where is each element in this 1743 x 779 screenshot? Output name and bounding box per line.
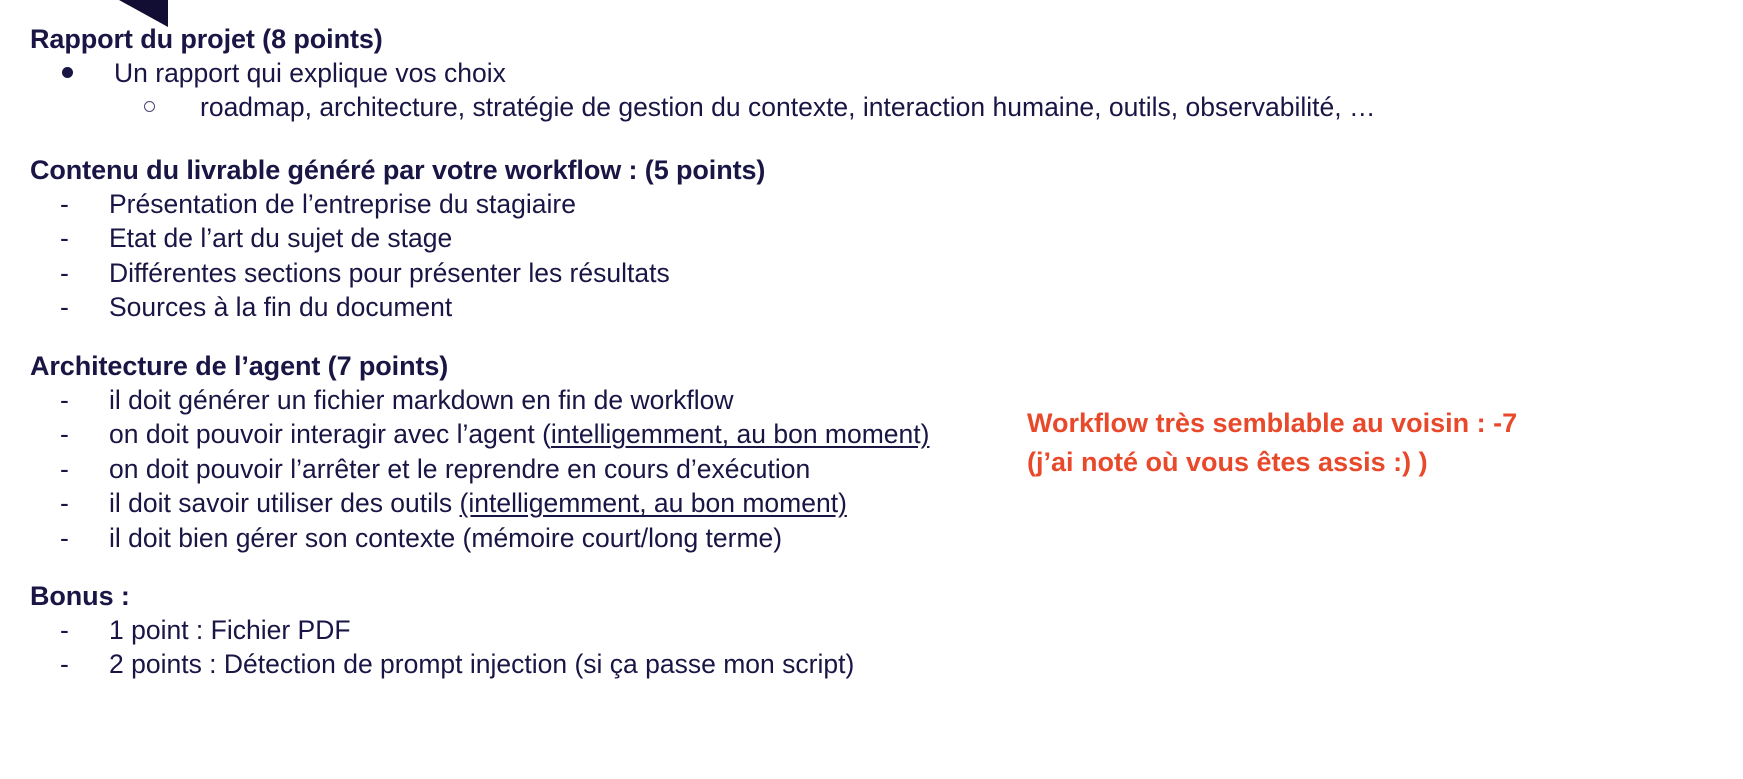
list-item-label: on doit pouvoir interagir avec l’agent (… <box>109 417 929 451</box>
section-contenu: Contenu du livrable généré par votre wor… <box>30 155 765 325</box>
list-item-label: 1 point : Fichier PDF <box>109 614 351 645</box>
list-item: - Etat de l’art du sujet de stage <box>30 221 765 255</box>
list-item-label: Etat de l’art du sujet de stage <box>109 223 453 254</box>
bullet-dash-icon: - <box>60 292 69 323</box>
section-heading-contenu: Contenu du livrable généré par votre wor… <box>30 155 766 185</box>
list-item: - il doit savoir utiliser des outils (in… <box>30 486 929 520</box>
list-item-label: Sources à la fin du document <box>109 292 453 323</box>
list-item: roadmap, architecture, stratégie de gest… <box>30 90 1376 124</box>
corner-triangle-decoration <box>119 0 168 27</box>
list-item: - il doit générer un fichier markdown en… <box>30 383 929 417</box>
bullet-dash-icon: - <box>60 419 69 450</box>
list-item: - il doit bien gérer son contexte (mémoi… <box>30 521 929 555</box>
bullet-dash-icon: - <box>60 384 69 415</box>
list-item: - on doit pouvoir interagir avec l’agent… <box>30 417 929 451</box>
list-item: - on doit pouvoir l’arrêter et le repren… <box>30 452 929 486</box>
bullet-dash-icon: - <box>60 522 69 553</box>
list-item: Un rapport qui explique vos choix <box>30 56 1376 90</box>
section-heading-bonus: Bonus : <box>30 581 130 611</box>
section-bonus: Bonus : - 1 point : Fichier PDF - 2 poin… <box>30 581 854 682</box>
list-item-label: il doit générer un fichier markdown en f… <box>109 384 734 415</box>
list-item: - 1 point : Fichier PDF <box>30 613 854 647</box>
list-item-label: il doit savoir utiliser des outils (inte… <box>109 486 847 520</box>
annotation-line-2: (j’ai noté où vous êtes assis :) ) <box>1027 446 1428 477</box>
bullet-dash-icon: - <box>60 257 69 288</box>
list-item-label: on doit pouvoir l’arrêter et le reprendr… <box>109 453 811 484</box>
bullet-dot-icon <box>62 60 114 82</box>
list-item: - Sources à la fin du document <box>30 290 765 324</box>
list-item-text-prefix: on doit pouvoir interagir avec l’agent ( <box>109 419 551 450</box>
list-item-label: Un rapport qui explique vos choix <box>114 57 506 88</box>
list-item-label: Différentes sections pour présenter les … <box>109 257 670 288</box>
bullet-dash-icon: - <box>60 614 69 645</box>
annotation-line-1: Workflow très semblable au voisin : -7 <box>1027 408 1518 438</box>
list-item-label: il doit bien gérer son contexte (mémoire… <box>109 522 783 553</box>
bullet-dash-icon: - <box>60 188 69 219</box>
list-item-text-prefix: il doit savoir utiliser des outils <box>109 488 460 519</box>
list-item: - Présentation de l’entreprise du stagia… <box>30 187 765 221</box>
section-architecture: Architecture de l’agent (7 points) - il … <box>30 351 929 555</box>
list-item: - Différentes sections pour présenter le… <box>30 256 765 290</box>
list-item-label: Présentation de l’entreprise du stagiair… <box>109 188 576 219</box>
bullet-dash-icon: - <box>60 453 69 484</box>
list-item-text-underlined: (intelligemment, au bon moment) <box>459 488 847 519</box>
list-item-label: roadmap, architecture, stratégie de gest… <box>200 92 1376 123</box>
bullet-circle-icon <box>144 98 200 119</box>
list-item: - 2 points : Détection de prompt injecti… <box>30 647 854 681</box>
list-item-label: 2 points : Détection de prompt injection… <box>109 649 855 680</box>
section-heading-rapport: Rapport du projet (8 points) <box>30 24 383 54</box>
section-rapport: Rapport du projet (8 points) Un rapport … <box>30 24 1376 125</box>
bullet-dash-icon: - <box>60 488 69 519</box>
list-item-text-underlined: intelligemment, au bon moment) <box>550 419 930 450</box>
section-heading-architecture: Architecture de l’agent (7 points) <box>30 351 449 381</box>
bullet-dash-icon: - <box>60 223 69 254</box>
annotation-callout: Workflow très semblable au voisin : -7 (… <box>1027 404 1517 482</box>
bullet-dash-icon: - <box>60 649 69 680</box>
